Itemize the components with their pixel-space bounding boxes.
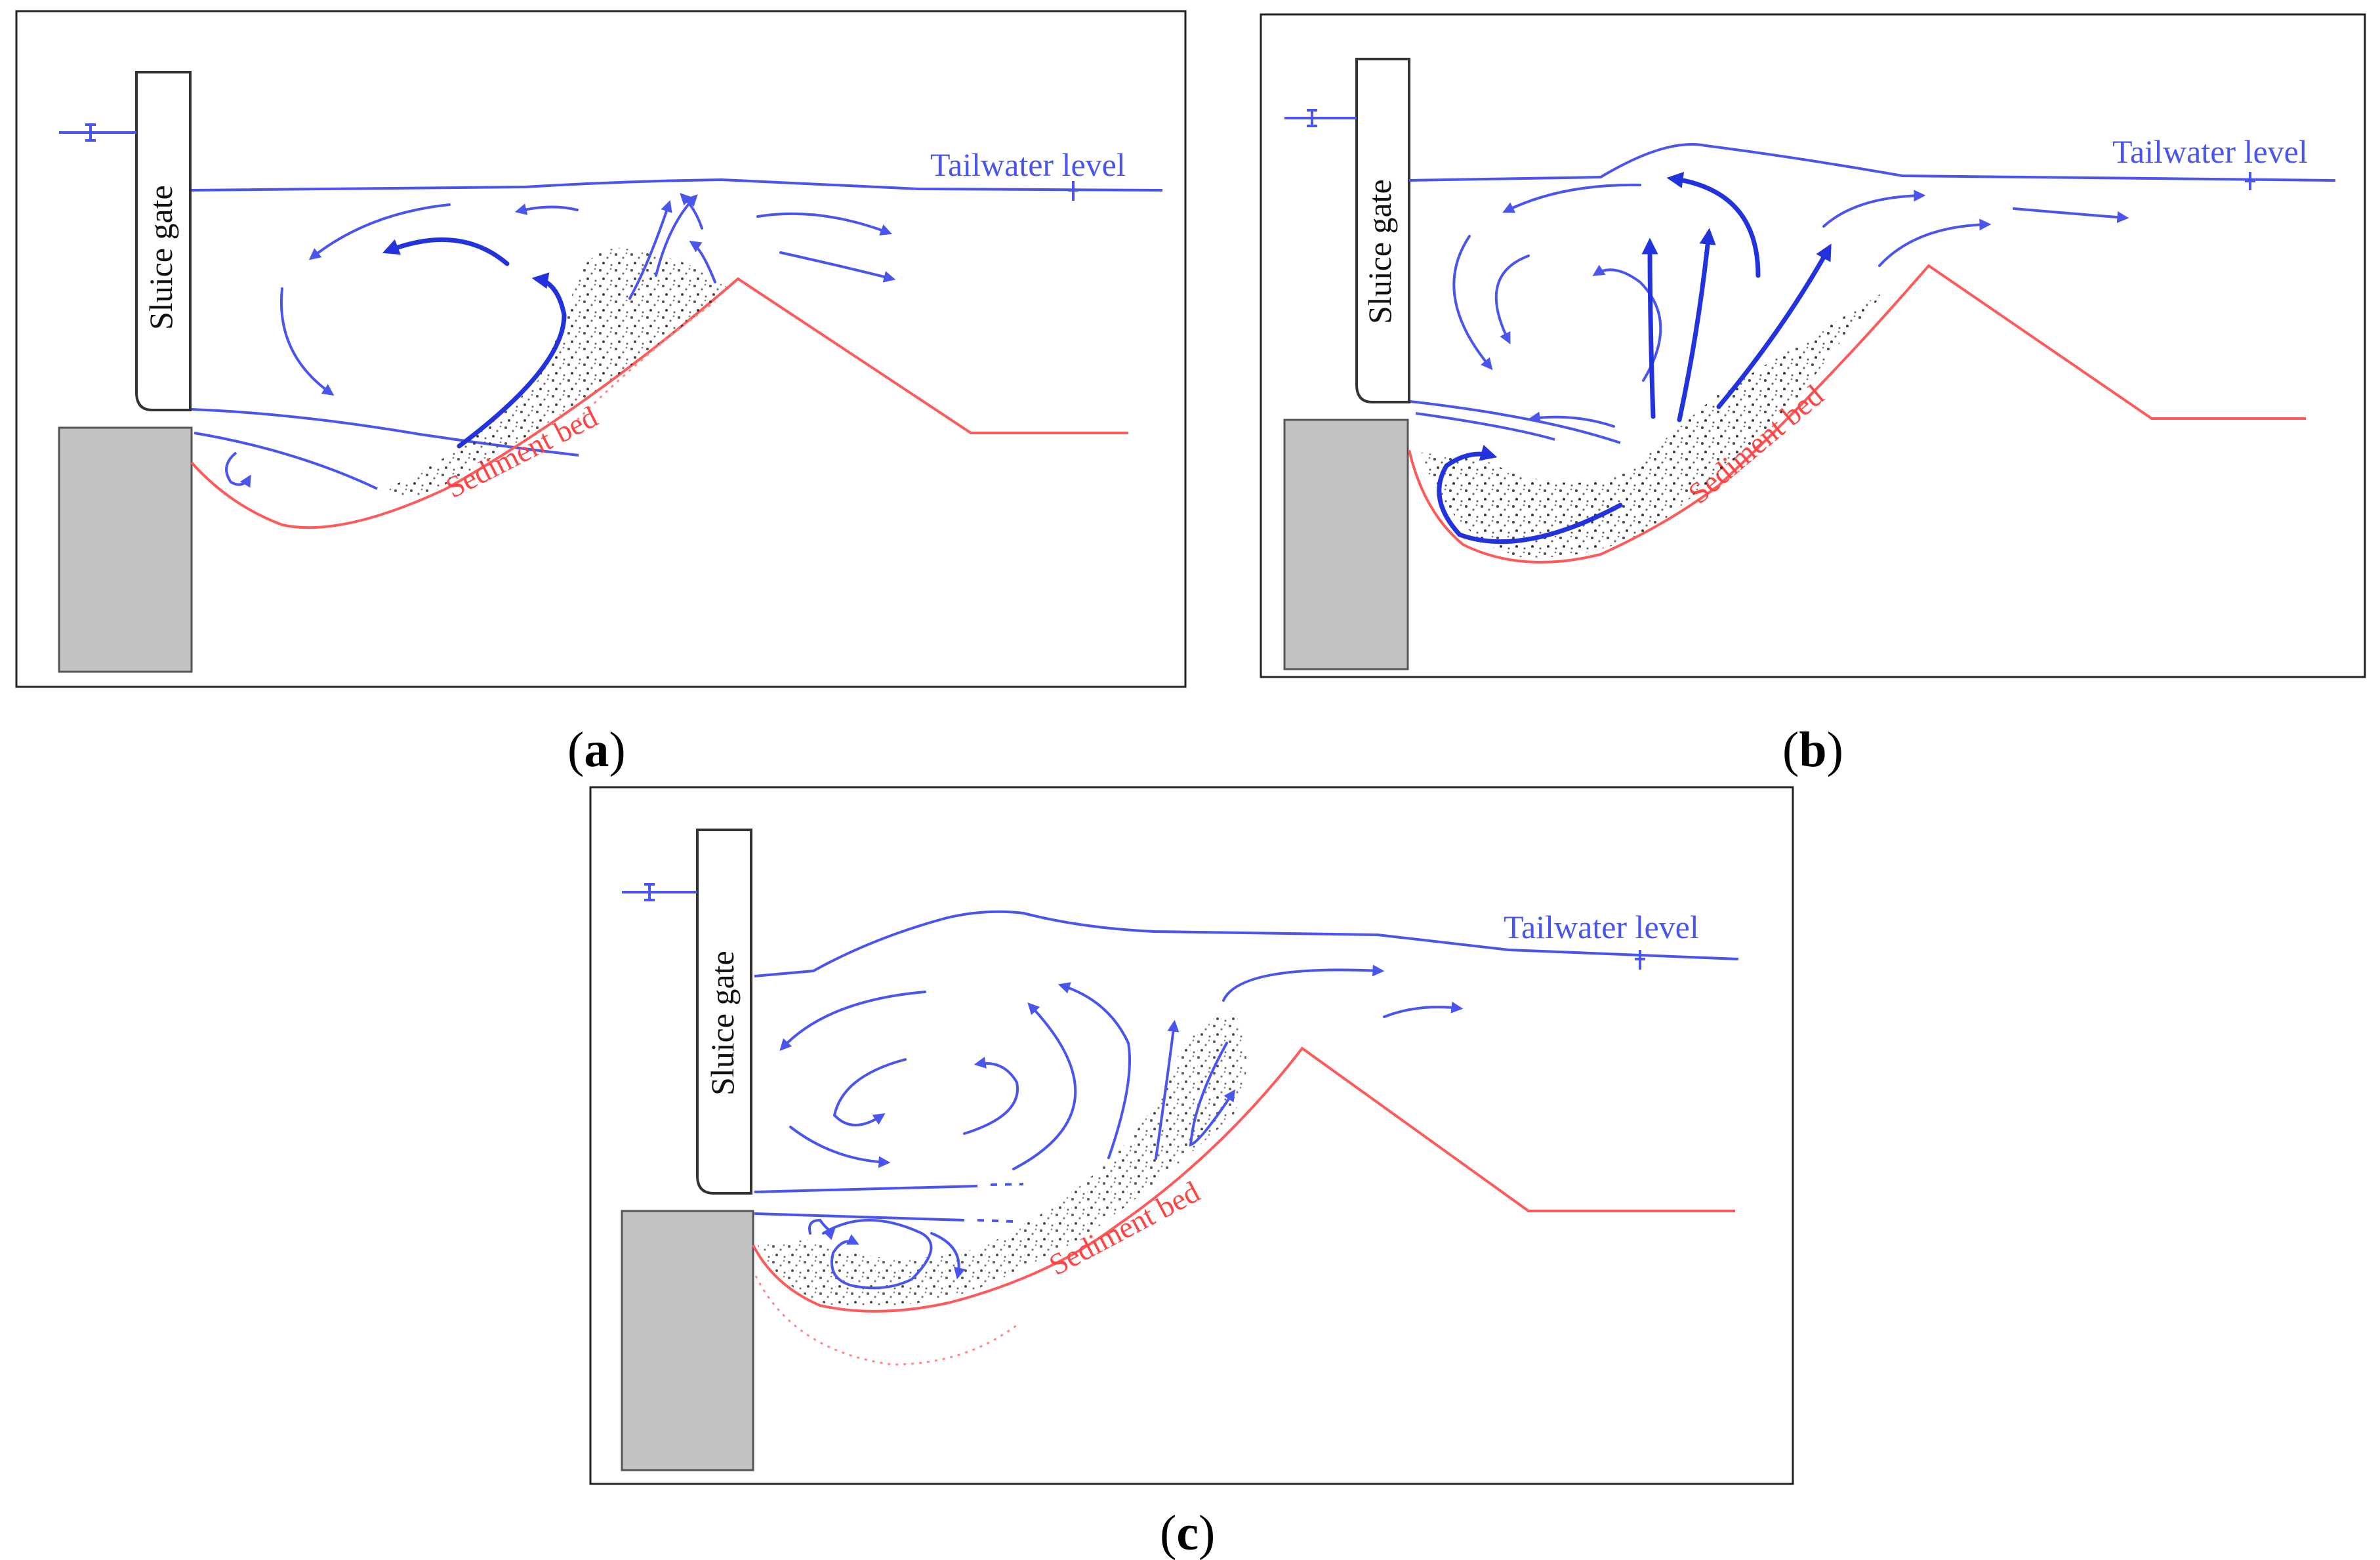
tailwater-label: Tailwater level: [2112, 133, 2308, 170]
flow-arrows: [280, 193, 896, 396]
apron-block: [58, 426, 193, 673]
jet-line-lower: [1415, 412, 1555, 441]
panel-b: Sluice gate Tailwater level Sediment bed: [1260, 13, 2366, 678]
flow-arrows: [779, 964, 1464, 1290]
sluice-gate: [696, 829, 752, 1195]
headwater-marker: [59, 123, 136, 142]
water-surface: [1408, 143, 2336, 182]
sluice-gate-label: Sluice gate: [142, 185, 179, 330]
sediment-cloud: [758, 1010, 1246, 1307]
jet-line-lower: [194, 432, 378, 490]
sediment-cloud: [380, 248, 728, 499]
tailwater-marker: [1068, 181, 1078, 201]
apron-block: [1283, 419, 1409, 670]
jet-line-lower: [754, 1212, 965, 1221]
tailwater-marker: [2245, 172, 2255, 190]
caption-c: (c): [1160, 1506, 1215, 1560]
sluice-gate-label: Sluice gate: [704, 951, 741, 1096]
caption-a: (a): [567, 722, 626, 777]
headwater-marker: [622, 883, 697, 901]
tailwater-label: Tailwater level: [930, 146, 1126, 183]
headwater-marker: [1284, 109, 1357, 127]
jet-line: [754, 1185, 978, 1193]
jet-line-dash: [990, 1183, 1024, 1186]
water-surface: [754, 910, 1739, 977]
sluice-gate: [1355, 58, 1410, 403]
apron-block: [621, 1210, 754, 1471]
original-bed-dotted: [754, 1275, 1017, 1366]
caption-b: (b): [1782, 722, 1843, 777]
strong-flow-arrows: [1437, 171, 1832, 544]
small-eddy: [225, 451, 251, 488]
strong-flow-arrows: [382, 237, 567, 449]
jet-line-lower-dash: [977, 1219, 1014, 1223]
sediment-bed-line: [752, 1046, 1735, 1313]
captions: (a) (b) (c): [567, 722, 1843, 1560]
panel-a: Sluice gate Tailwater level Sediment bed: [15, 10, 1187, 688]
jet-line: [191, 408, 579, 457]
tailwater-marker: [1635, 950, 1645, 970]
sluice-gate: [135, 71, 192, 411]
original-bed-dotted: [576, 300, 716, 421]
sediment-cloud: [1420, 289, 1889, 558]
sediment-bed-line: [1408, 264, 2306, 564]
sluice-gate-label: Sluice gate: [1361, 179, 1398, 324]
panel-c: Sluice gate Tailwater level Sediment bed: [589, 786, 1794, 1485]
water-surface: [191, 178, 1163, 192]
tailwater-label: Tailwater level: [1504, 909, 1699, 945]
flow-arrows: [1452, 183, 2129, 428]
